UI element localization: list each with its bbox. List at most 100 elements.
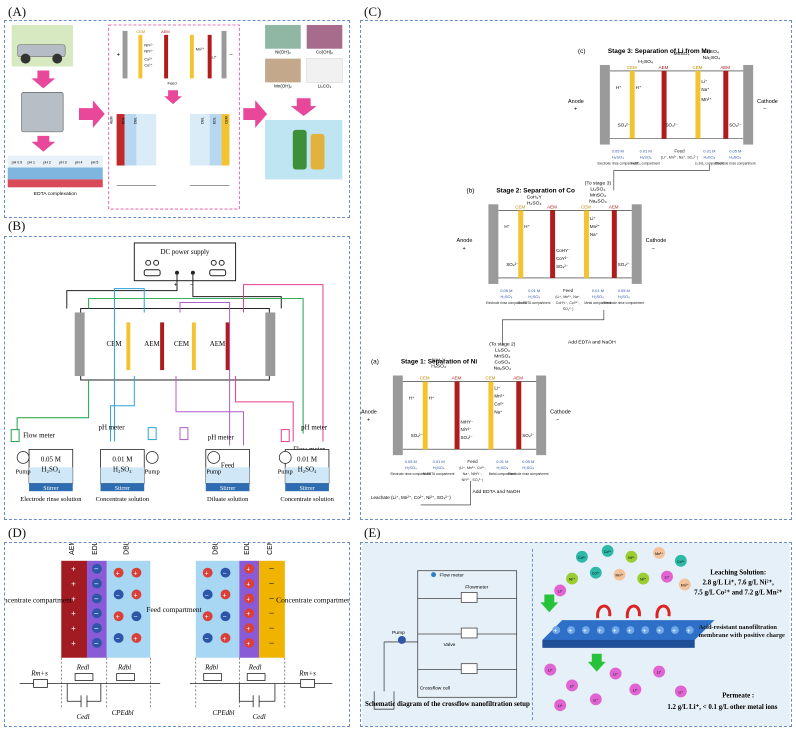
membrane-label: AEM (452, 375, 462, 380)
stage-bottom-label: SO₄²⁻) (563, 307, 574, 311)
d-circuit-label: Rm+s (30, 671, 48, 678)
a-product-label: Li₂CO₃ (318, 83, 332, 88)
aem-membrane (611, 210, 617, 278)
cation-icon (202, 567, 213, 578)
cathode-electrode (743, 64, 754, 145)
b-tank-liquid (100, 467, 145, 484)
e-membrane-label-wrap: Acid-resistant nanofiltration membrane w… (699, 624, 785, 639)
ion-sign: + (116, 571, 120, 578)
a-eis-left-label: DBL (133, 117, 137, 124)
anode-electrode (392, 375, 403, 456)
a-cem-label: CEM (136, 29, 145, 34)
d-aem-membrane (61, 560, 87, 658)
ion-label: Mn²⁺ (701, 97, 711, 102)
e-li-ion-label: Li⁺ (613, 673, 618, 677)
b-pump-label: Pump (206, 468, 221, 475)
ion-label: SO₄²⁻ (556, 264, 568, 269)
pump-icon (278, 451, 292, 464)
a-eis-left-label: AEM (110, 116, 114, 124)
ion-label: Na⁺ (701, 87, 709, 92)
membrane-label: AEM (720, 65, 730, 70)
dc-power-supply-label: DC power supply (160, 248, 209, 256)
cathode-electrode (536, 375, 547, 456)
cem-membrane (488, 381, 494, 450)
aem-membrane (454, 381, 460, 450)
stage-bottom-label: Li₂SO₄ compartment (695, 161, 724, 165)
stage-bottom-label: Electrode rinse compartment (715, 161, 756, 165)
stage-title: Stage 1: Separation of Ni (401, 359, 478, 366)
stage-top-label: (To stage 3) (585, 180, 612, 186)
d-layer-label: EDL (244, 542, 251, 555)
cathode-label: Cathode (757, 99, 778, 105)
d-circuit-label: Redl (76, 665, 90, 672)
b-pump-label: Pump (16, 468, 31, 475)
e-ion-icon (613, 568, 626, 581)
e-li-ion-icon (653, 665, 666, 678)
e-ion-label: Li⁺ (665, 576, 670, 580)
ion-sign: − (116, 636, 120, 643)
ion-label: NiHY⁻ (461, 419, 474, 424)
ion-label: SO₄²⁻ (618, 262, 630, 267)
cem-membrane (518, 210, 524, 278)
membrane-label: CEM (515, 204, 525, 209)
cem-membrane (695, 70, 701, 139)
anion-sign: − (94, 565, 99, 574)
cation-sign: + (246, 582, 250, 589)
ion-label: SO₄²⁻ (461, 435, 473, 440)
c-add-edta-label-2: Add EDTA and NaOH (472, 489, 520, 495)
b-tank-solution: Feed (221, 461, 235, 469)
a-eis-right-label: EDL (213, 117, 217, 124)
cation-sign: + (246, 596, 250, 603)
anion-icon (131, 611, 142, 622)
cation-sign: + (246, 567, 250, 574)
stage-bottom-label: Electrode rinse compartment (486, 301, 527, 305)
b-tank-solution: H₂SO₄ (42, 465, 61, 473)
cation-icon (220, 633, 231, 643)
ion-label: H⁺ (504, 224, 510, 229)
ph-meter-1-label: pH meter (99, 424, 126, 432)
anode-electrode (599, 64, 610, 145)
cation-sign: + (246, 626, 250, 633)
stage-bottom-label: Feed (674, 149, 685, 154)
e-ion-icon (674, 554, 687, 567)
b-tank-liquid (205, 467, 250, 484)
a-ion-label: Co²⁺ (144, 58, 152, 62)
ion-sign: + (133, 636, 137, 643)
a-product-label: Mn(OH)₂ (274, 83, 292, 88)
aem-membrane (723, 70, 729, 139)
d-plus-fixed: + (71, 609, 76, 618)
charge-sign: + (598, 628, 602, 635)
stage-top-label: H₂SO₄ (638, 59, 653, 65)
nickel-hydroxide-swatch (265, 24, 301, 49)
ion-sign: + (116, 614, 120, 621)
flow-meter-mid-icon (147, 427, 157, 441)
e-ion-label: Mn²⁺ (681, 584, 689, 588)
d-plus-fixed: + (71, 639, 76, 648)
b-membrane-aem-2 (225, 322, 230, 371)
stage-tag: (b) (467, 187, 475, 194)
d-circuit-label: Rdbl (204, 665, 218, 672)
e-li-ion-icon (589, 693, 602, 706)
ion-label: NiY²⁻ (461, 427, 472, 432)
membrane-positive-charge (611, 626, 620, 635)
stage-top-label: H₂SO₄ (527, 200, 542, 206)
e-ion-label: Ni²⁺ (569, 578, 576, 582)
cem-membrane (629, 70, 635, 139)
ion-label: H⁺ (409, 395, 415, 400)
b-tank-liquid (29, 467, 73, 484)
e-permeate-line1: 1.2 g/L Li⁺, < 0.1 g/L other metal ions (667, 704, 777, 711)
d-circuit-label: Cedl (77, 714, 90, 721)
ion-label: Mn²⁺ (590, 224, 600, 229)
stage-3-diagram: (c)Stage 3: Separation of Li from MnAnod… (568, 48, 778, 165)
cation-icon (220, 589, 231, 600)
rejection-arrow-icon (655, 604, 671, 619)
d-concentrate-left: Concentrate compartment (4, 595, 73, 604)
stage-bottom-label: (Li⁺, Mn²⁺, Co²⁺, (459, 466, 486, 470)
rejection-arrow-icon (625, 604, 641, 619)
cation-icon (244, 623, 255, 634)
e-li-ion-label: Li⁺ (570, 684, 575, 688)
anode-label: Anode (361, 409, 377, 415)
stage-bottom-label: Electrode rinse compartment (604, 301, 645, 305)
ion-label: Li⁺ (701, 79, 707, 84)
stage-bottom-label: (Li⁺, Mn²⁺, Na⁺, (555, 295, 580, 299)
